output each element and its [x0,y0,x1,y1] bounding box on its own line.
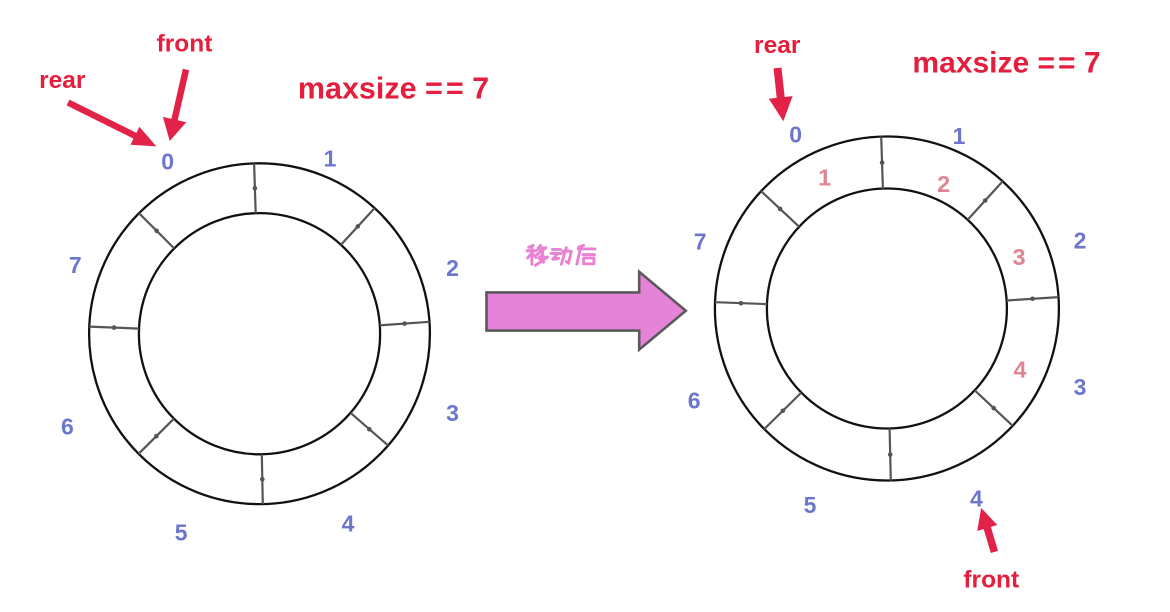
svg-text:1: 1 [818,165,831,191]
svg-text:6: 6 [688,387,701,413]
svg-text:2: 2 [1074,228,1087,254]
svg-text:0: 0 [161,149,174,175]
svg-text:5: 5 [804,492,817,518]
svg-text:maxsize == 7: maxsize == 7 [298,72,489,106]
svg-text:6: 6 [61,413,74,439]
svg-text:2: 2 [446,255,459,281]
svg-text:front: front [963,567,1019,594]
svg-text:7: 7 [694,228,707,254]
svg-text:maxsize == 7: maxsize == 7 [912,47,1100,80]
svg-text:front: front [157,31,213,58]
svg-text:rear: rear [39,67,86,94]
svg-text:2: 2 [937,171,950,197]
svg-text:1: 1 [953,123,966,149]
svg-text:rear: rear [754,32,801,59]
svg-text:0: 0 [789,122,802,148]
svg-text:1: 1 [324,146,337,172]
svg-text:4: 4 [342,511,355,537]
svg-text:4: 4 [1013,356,1026,382]
svg-text:3: 3 [1074,374,1087,400]
svg-text:5: 5 [175,520,188,546]
svg-text:4: 4 [970,486,983,512]
svg-text:3: 3 [446,400,459,426]
svg-text:3: 3 [1012,244,1025,270]
svg-text:7: 7 [69,252,82,278]
